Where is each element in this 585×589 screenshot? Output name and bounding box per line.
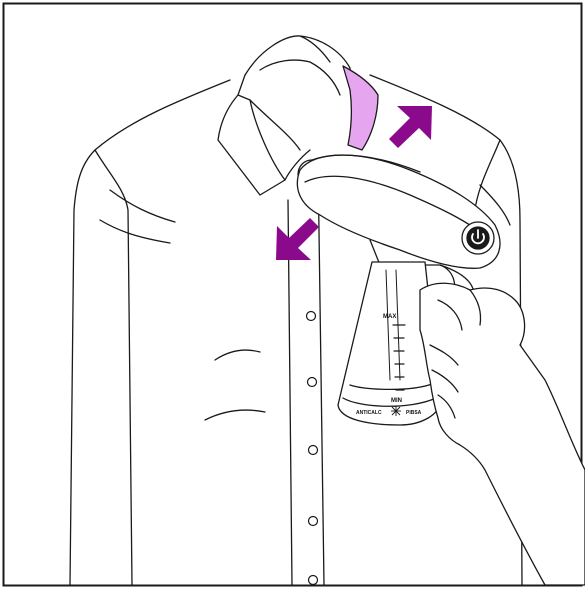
anticalc-label: ANTICALC: [356, 410, 382, 416]
shirt-button: [307, 312, 316, 321]
max-label: MAX: [383, 314, 396, 320]
brand-label: PIBSA: [406, 410, 422, 416]
power-button-icon: [462, 222, 494, 254]
shirt-button: [308, 378, 317, 387]
shirt-button: [309, 576, 318, 585]
snowflake-icon: [391, 406, 401, 416]
min-label: MIN: [391, 398, 402, 404]
shirt-button: [309, 517, 318, 526]
shirt-button: [309, 446, 318, 455]
